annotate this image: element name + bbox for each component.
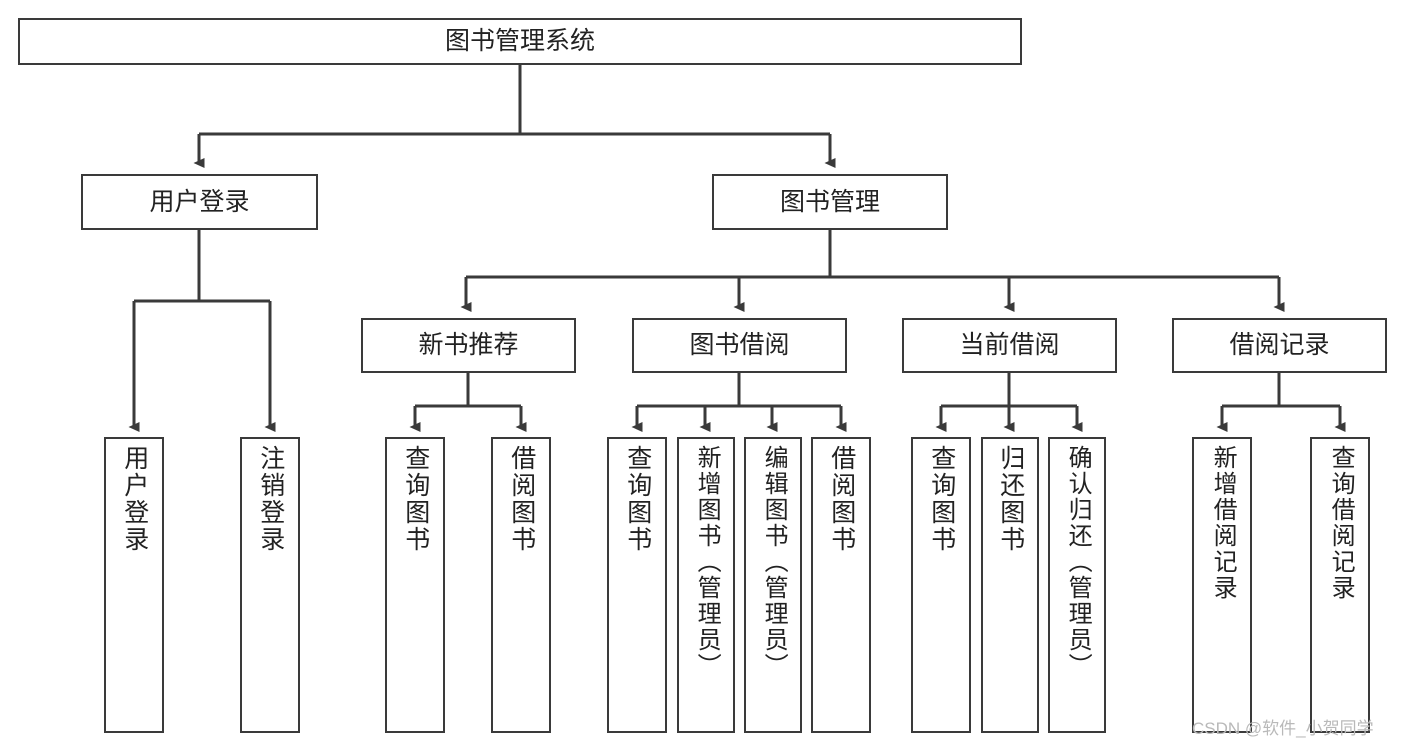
node-leaf-borrow-book-1-label: 借阅图书 [507, 445, 536, 553]
node-borrow-record[interactable]: 借阅记录 [1172, 318, 1387, 373]
node-book-management-label: 图书管理 [779, 187, 880, 216]
node-leaf-query-book-2[interactable]: 查询图书 [607, 437, 667, 733]
node-leaf-confirm-return-label: 确认归还（管理员） [1064, 445, 1092, 679]
node-leaf-query-record[interactable]: 查询借阅记录 [1310, 437, 1370, 733]
node-leaf-add-record[interactable]: 新增借阅记录 [1192, 437, 1252, 733]
node-root-label: 图书管理系统 [444, 27, 595, 56]
node-leaf-query-book-3[interactable]: 查询图书 [911, 437, 971, 733]
node-leaf-borrow-book-2[interactable]: 借阅图书 [811, 437, 871, 733]
node-leaf-borrow-book-2-label: 借阅图书 [827, 445, 856, 553]
node-book-borrow[interactable]: 图书借阅 [632, 318, 847, 373]
node-leaf-query-book-1-label: 查询图书 [401, 445, 430, 553]
node-leaf-borrow-book-1[interactable]: 借阅图书 [491, 437, 551, 733]
node-borrow-record-label: 借阅记录 [1229, 331, 1330, 360]
node-leaf-edit-book-label: 编辑图书（管理员） [760, 445, 788, 679]
node-leaf-logout-label: 注销登录 [256, 445, 285, 553]
node-user-login-label: 用户登录 [149, 187, 250, 216]
node-leaf-add-book[interactable]: 新增图书（管理员） [677, 437, 735, 733]
node-new-book-recommend-label: 新书推荐 [418, 331, 519, 360]
node-root[interactable]: 图书管理系统 [18, 18, 1022, 65]
node-leaf-confirm-return[interactable]: 确认归还（管理员） [1048, 437, 1106, 733]
node-leaf-query-book-2-label: 查询图书 [623, 445, 652, 553]
node-book-management[interactable]: 图书管理 [712, 174, 948, 230]
node-current-borrow-label: 当前借阅 [959, 331, 1060, 360]
node-leaf-query-record-label: 查询借阅记录 [1327, 445, 1355, 601]
node-user-login[interactable]: 用户登录 [81, 174, 318, 230]
csdn-watermark: CSDN @软件_小贺同学 [1192, 719, 1374, 738]
node-leaf-query-book-3-label: 查询图书 [927, 445, 956, 553]
node-leaf-edit-book[interactable]: 编辑图书（管理员） [744, 437, 802, 733]
node-leaf-query-book-1[interactable]: 查询图书 [385, 437, 445, 733]
node-current-borrow[interactable]: 当前借阅 [902, 318, 1117, 373]
node-leaf-return-book[interactable]: 归还图书 [981, 437, 1039, 733]
node-book-borrow-label: 图书借阅 [689, 331, 790, 360]
node-new-book-recommend[interactable]: 新书推荐 [361, 318, 576, 373]
node-leaf-logout[interactable]: 注销登录 [240, 437, 300, 733]
node-leaf-add-book-label: 新增图书（管理员） [693, 445, 721, 679]
node-leaf-user-login-label: 用户登录 [120, 445, 149, 553]
node-leaf-add-record-label: 新增借阅记录 [1209, 445, 1237, 601]
node-leaf-return-book-label: 归还图书 [996, 445, 1025, 553]
node-leaf-user-login[interactable]: 用户登录 [104, 437, 164, 733]
